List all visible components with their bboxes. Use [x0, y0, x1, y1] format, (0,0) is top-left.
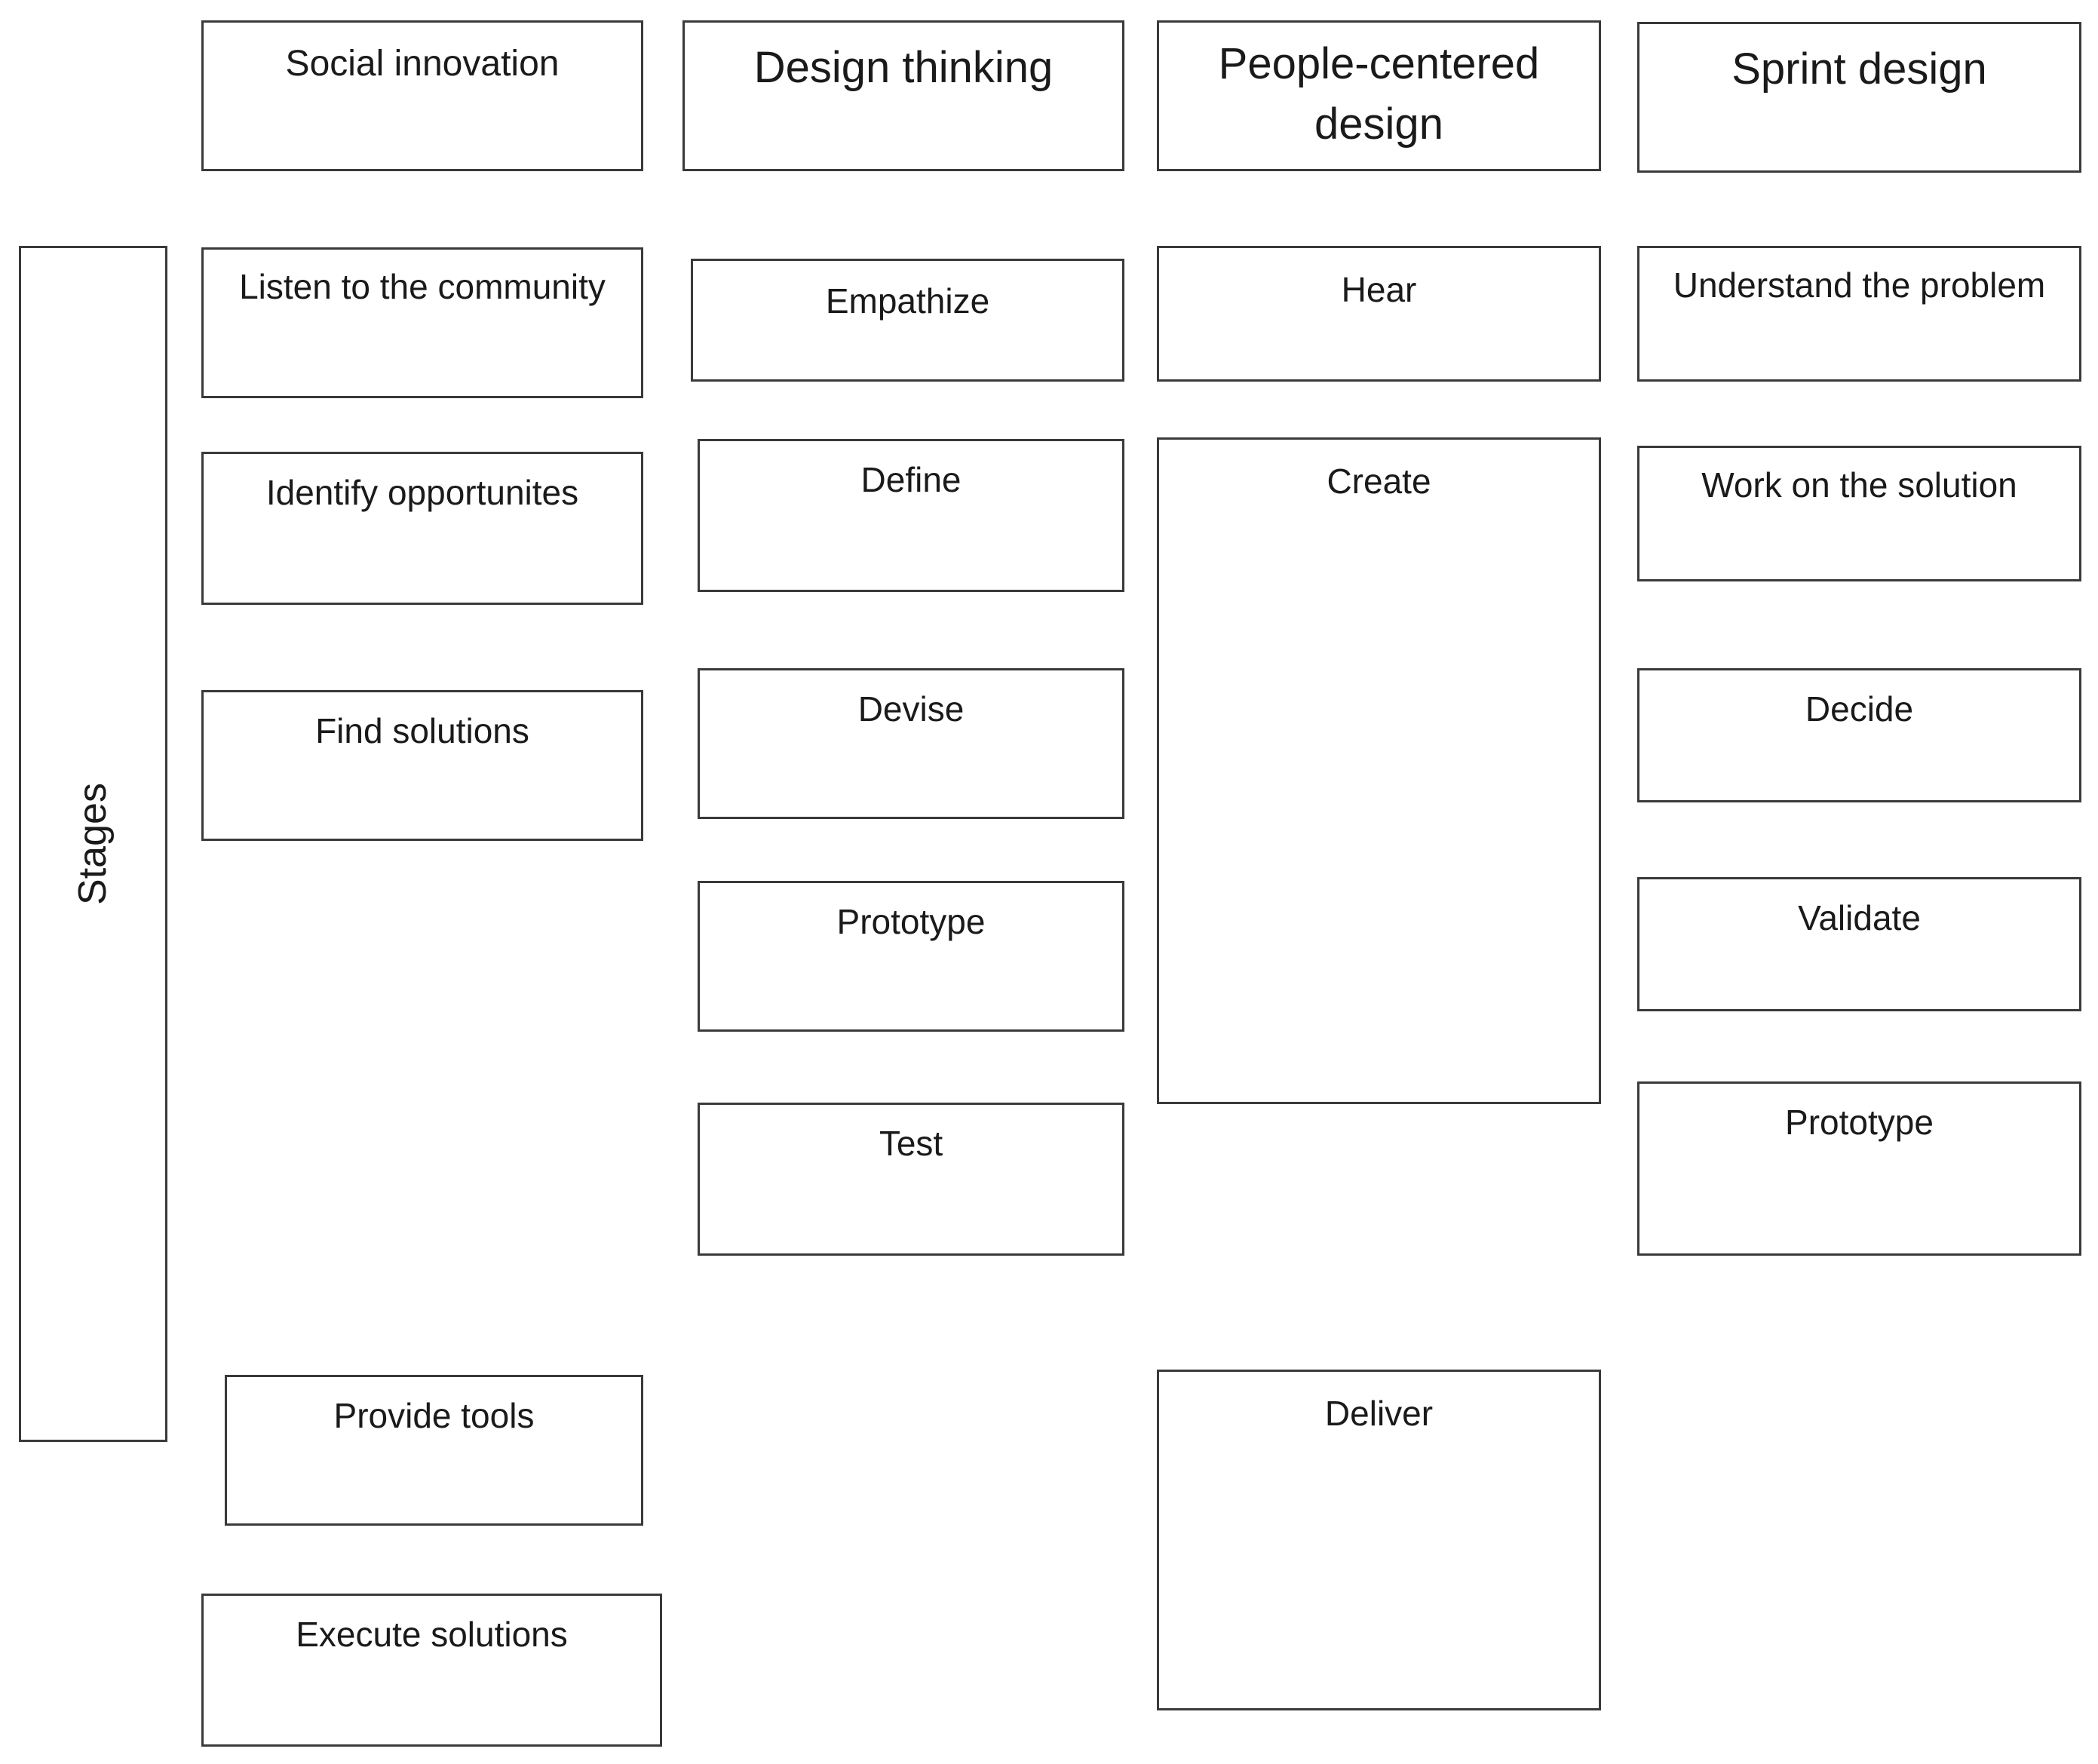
- stage-label: Devise: [857, 689, 965, 729]
- stage-label: Find solutions: [315, 711, 529, 750]
- header-sprint-design-label: Sprint design: [1731, 44, 1987, 94]
- stage-box-test: Test: [698, 1103, 1124, 1256]
- stage-box-deliver: Deliver: [1157, 1370, 1601, 1710]
- stage-box-empathize: Empathize: [691, 259, 1124, 382]
- header-people-centered-design: People-centered design: [1157, 20, 1601, 171]
- stage-box-identify-opportunites: Identify opportunites: [201, 452, 643, 605]
- stage-label: Create: [1327, 462, 1431, 501]
- header-social-innovation: Social innovation: [201, 20, 643, 171]
- stage-box-decide: Decide: [1637, 668, 2081, 802]
- stages-label: Stages: [70, 783, 115, 905]
- stage-label: Identify opportunites: [265, 473, 579, 512]
- stage-box-understand-the-problem: Understand the problem: [1637, 246, 2081, 382]
- stage-label: Decide: [1805, 689, 1914, 729]
- stage-label: Prototype: [1785, 1103, 1934, 1142]
- stage-box-hear: Hear: [1157, 246, 1601, 382]
- stage-label: Understand the problem: [1673, 265, 2046, 305]
- header-design-thinking-label: Design thinking: [753, 43, 1054, 92]
- stage-label: Define: [860, 460, 962, 499]
- stage-box-validate: Validate: [1637, 877, 2081, 1011]
- stage-box-listen-to-the-community: Listen to the community: [201, 247, 643, 398]
- stage-box-prototype: Prototype: [698, 881, 1124, 1032]
- header-design-thinking: Design thinking: [682, 20, 1124, 171]
- stage-box-execute-solutions: Execute solutions: [201, 1594, 662, 1747]
- stage-box-find-solutions: Find solutions: [201, 690, 643, 841]
- stage-box-devise: Devise: [698, 668, 1124, 819]
- stage-label: Provide tools: [333, 1396, 535, 1435]
- stage-label: Listen to the community: [239, 267, 606, 306]
- stage-box-provide-tools: Provide tools: [225, 1375, 643, 1526]
- header-social-innovation-label: Social innovation: [285, 44, 560, 84]
- stage-label: Hear: [1341, 270, 1417, 309]
- stage-label: Prototype: [836, 902, 986, 941]
- header-people-centered-design-label: People-centered design: [1218, 39, 1540, 149]
- header-sprint-design: Sprint design: [1637, 22, 2081, 173]
- stage-box-prototype-sprint: Prototype: [1637, 1081, 2081, 1256]
- stage-label: Test: [879, 1124, 943, 1163]
- stage-label: Deliver: [1324, 1394, 1434, 1433]
- stage-label: Execute solutions: [296, 1615, 568, 1654]
- stage-box-create: Create: [1157, 437, 1601, 1104]
- stage-label: Validate: [1798, 898, 1921, 937]
- stage-box-work-on-the-solution: Work on the solution: [1637, 446, 2081, 581]
- stage-box-define: Define: [698, 439, 1124, 592]
- stage-label: Empathize: [825, 281, 990, 321]
- stages-side-box: Stages: [19, 246, 167, 1442]
- stage-label: Work on the solution: [1701, 465, 2017, 505]
